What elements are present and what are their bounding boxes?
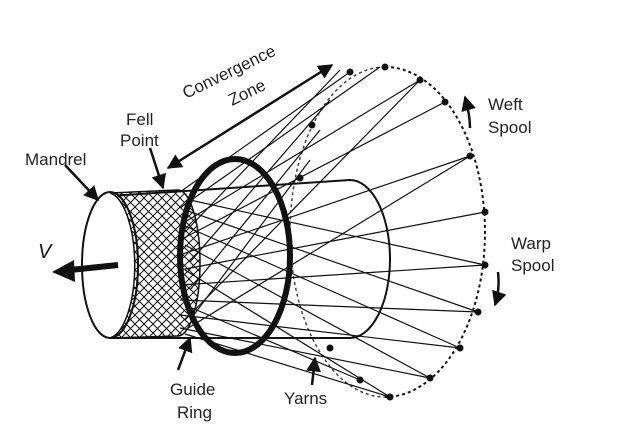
label-velocity: V [38, 241, 53, 263]
label-guide-ring-line1: Guide [170, 380, 215, 399]
braided-region [109, 189, 201, 339]
spool-dot [441, 98, 449, 106]
weft-arrow [461, 95, 476, 129]
label-weft-spool-line2: Spool [488, 118, 531, 137]
spool-dot [326, 344, 334, 352]
spool-dot [456, 344, 464, 352]
spool-dot [308, 121, 316, 129]
label-warp-spool-line2: Spool [511, 256, 554, 275]
spool-ring-back [289, 66, 386, 398]
spool-dot [346, 68, 354, 76]
label-yarns: Yarns [284, 389, 327, 408]
warp-arrow [492, 271, 507, 307]
label-fell-point-line1: Fell [126, 110, 153, 129]
spool-dot [356, 376, 364, 384]
label-guide-ring-line2: Ring [177, 403, 212, 422]
velocity-indicator [52, 260, 119, 282]
guide-ring-arrow [176, 336, 193, 371]
spool-dot [296, 174, 304, 182]
spool-dot [481, 261, 489, 269]
label-mandrel: Mandrel [25, 150, 86, 169]
spool-dot [416, 76, 424, 84]
mandrel [81, 178, 391, 339]
spool-dot [474, 308, 482, 316]
spool-dot [466, 152, 474, 160]
spool-dot [386, 393, 394, 401]
spool-dot [481, 208, 489, 216]
label-warp-spool-line1: Warp [511, 234, 551, 253]
spool-dot [381, 63, 389, 71]
fell-point-arrow [148, 147, 166, 190]
spool-dots [296, 63, 489, 401]
spool-dot [426, 374, 434, 382]
spool-ring-outline [384, 66, 486, 398]
label-weft-spool-line1: Weft [488, 95, 523, 114]
yarns-arrow [306, 356, 321, 386]
annotation-arrows [64, 63, 507, 386]
convergence-arrow [166, 63, 334, 170]
mandrel-arrow [64, 164, 100, 202]
spool-ring [289, 66, 486, 398]
label-fell-point-line2: Point [120, 131, 159, 150]
